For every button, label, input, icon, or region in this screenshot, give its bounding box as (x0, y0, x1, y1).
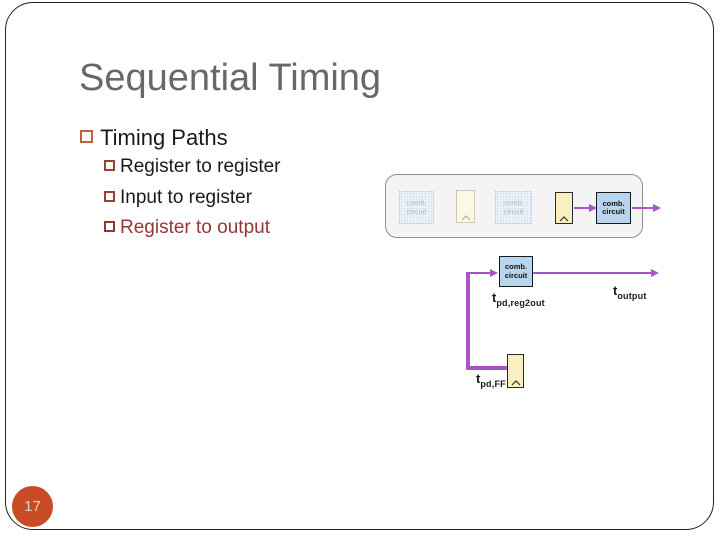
square-bullet-icon (104, 160, 115, 171)
bullet-register-to-register: Register to register (104, 155, 281, 179)
label-toutput: toutput (613, 283, 647, 301)
label-subscript: output (617, 291, 647, 301)
comb-box-label: comb. (602, 198, 625, 208)
path-bottom-line (466, 366, 507, 370)
comb-circuit-box-output-bottom: comb. circuit (499, 256, 533, 287)
comb-circuit-box-faded-2: comb. circuit (495, 191, 532, 224)
bullet-label: Input to register (120, 187, 253, 208)
comb-box-label: circuit (406, 206, 427, 216)
label-base: t (476, 371, 481, 386)
arrow-reg-to-comb (574, 207, 590, 209)
comb-circuit-box-faded-1: comb. circuit (399, 191, 434, 224)
comb-box-label: circuit (602, 207, 625, 216)
bullet-label: Register to register (120, 156, 281, 177)
comb-box-label: circuit (504, 270, 528, 280)
label-subscript: pd,FF (480, 379, 506, 389)
square-bullet-icon (104, 191, 115, 202)
bullet-label: Register to output (120, 217, 270, 238)
comb-box-label: comb. (504, 262, 528, 271)
arrowhead-icon (589, 204, 597, 212)
slide-title: Sequential Timing (79, 57, 382, 99)
register-source (507, 354, 524, 388)
clock-caret-icon (461, 215, 470, 221)
comb-box-label: comb. (406, 198, 427, 207)
comb-circuit-box-output-top: comb. circuit (596, 192, 631, 224)
path-vertical-line (466, 272, 470, 368)
register-faded-1 (456, 190, 475, 223)
bullet-label: Timing Paths (100, 125, 228, 150)
page-number: 17 (24, 498, 41, 515)
label-subscript: pd,reg2out (496, 298, 545, 308)
register-highlighted (555, 192, 573, 224)
page-number-badge: 17 (12, 486, 53, 527)
bullet-register-to-output: Register to output (104, 216, 270, 240)
arrow-to-output (533, 272, 652, 274)
label-tpd-reg2out: tpd,reg2out (492, 290, 545, 308)
label-base: t (492, 290, 497, 305)
bullet-timing-paths: Timing Paths (80, 124, 228, 151)
comb-box-label: comb. (503, 198, 524, 207)
arrow-comb-to-out (632, 207, 654, 209)
arrowhead-icon (653, 204, 661, 212)
arrowhead-icon (490, 269, 498, 277)
square-bullet-icon (80, 130, 93, 143)
bullet-input-to-register: Input to register (104, 186, 252, 210)
label-tpd-ff: tpd,FF (476, 371, 506, 389)
arrowhead-icon (651, 269, 659, 277)
clock-caret-icon (511, 380, 520, 386)
square-bullet-icon (104, 221, 115, 232)
arrow-into-comb (469, 272, 491, 274)
clock-caret-icon (559, 216, 569, 222)
comb-box-label: circuit (503, 206, 524, 216)
label-base: t (613, 283, 618, 298)
